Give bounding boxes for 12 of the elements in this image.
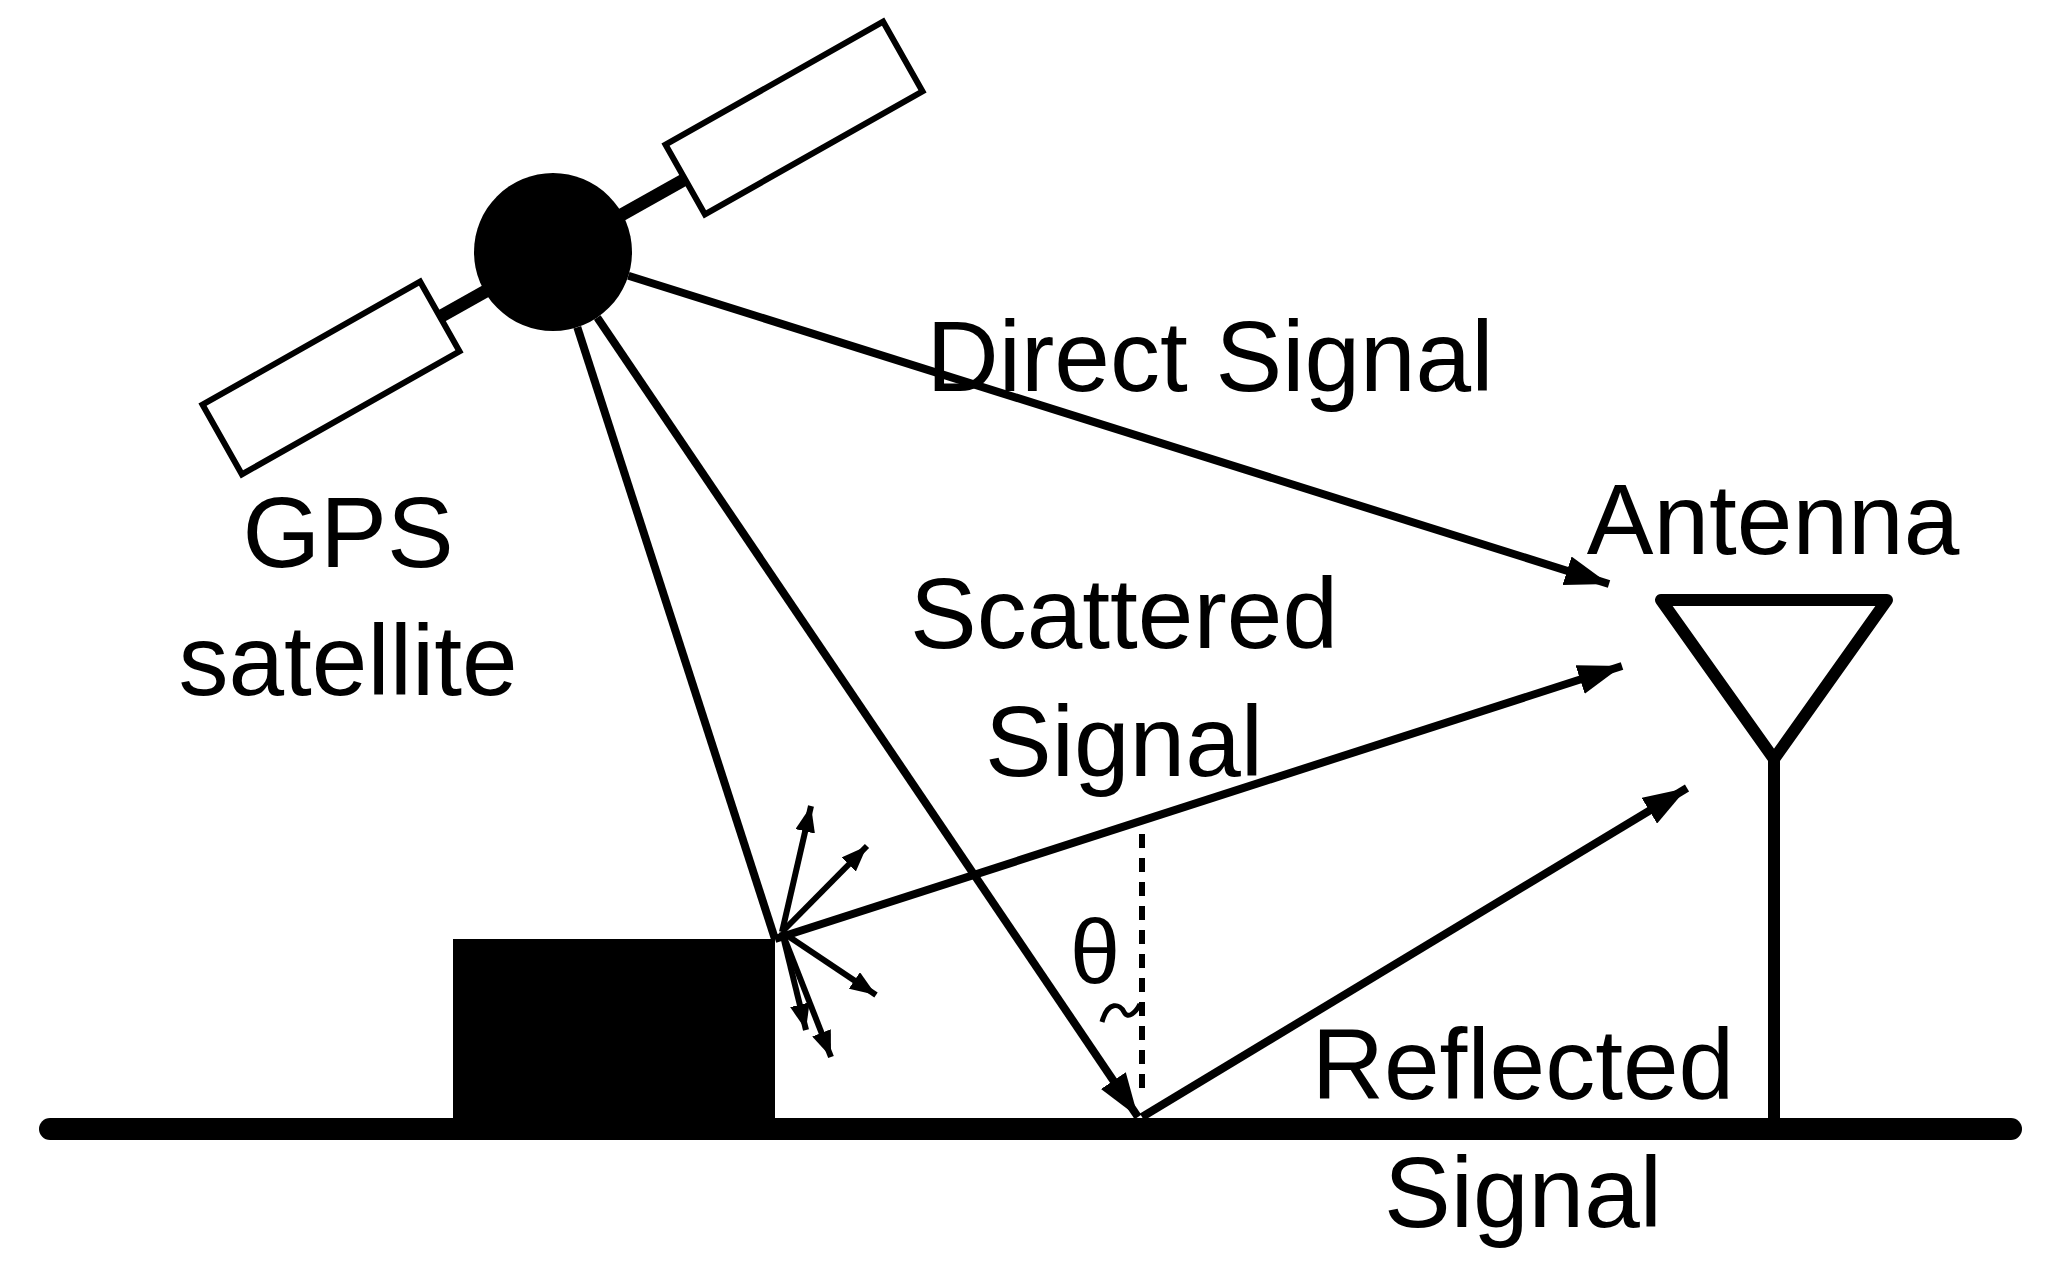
signal-arrow xyxy=(627,271,1611,588)
edge-label: Scattered Signal xyxy=(909,556,1339,799)
signal-arrow xyxy=(1139,784,1690,1121)
building-block xyxy=(453,939,775,1118)
signal-arrow xyxy=(773,662,1624,943)
angle-symbol: θ xyxy=(1068,901,1122,1004)
satellite-body xyxy=(474,173,632,331)
satellite-label: GPS satellite xyxy=(177,475,519,718)
edge-label: Direct Signal xyxy=(925,299,1495,414)
edge-label: Reflected Signal xyxy=(1310,1007,1736,1250)
signal-arrow xyxy=(593,315,1142,1120)
antenna-label: Antenna xyxy=(1585,462,1961,577)
